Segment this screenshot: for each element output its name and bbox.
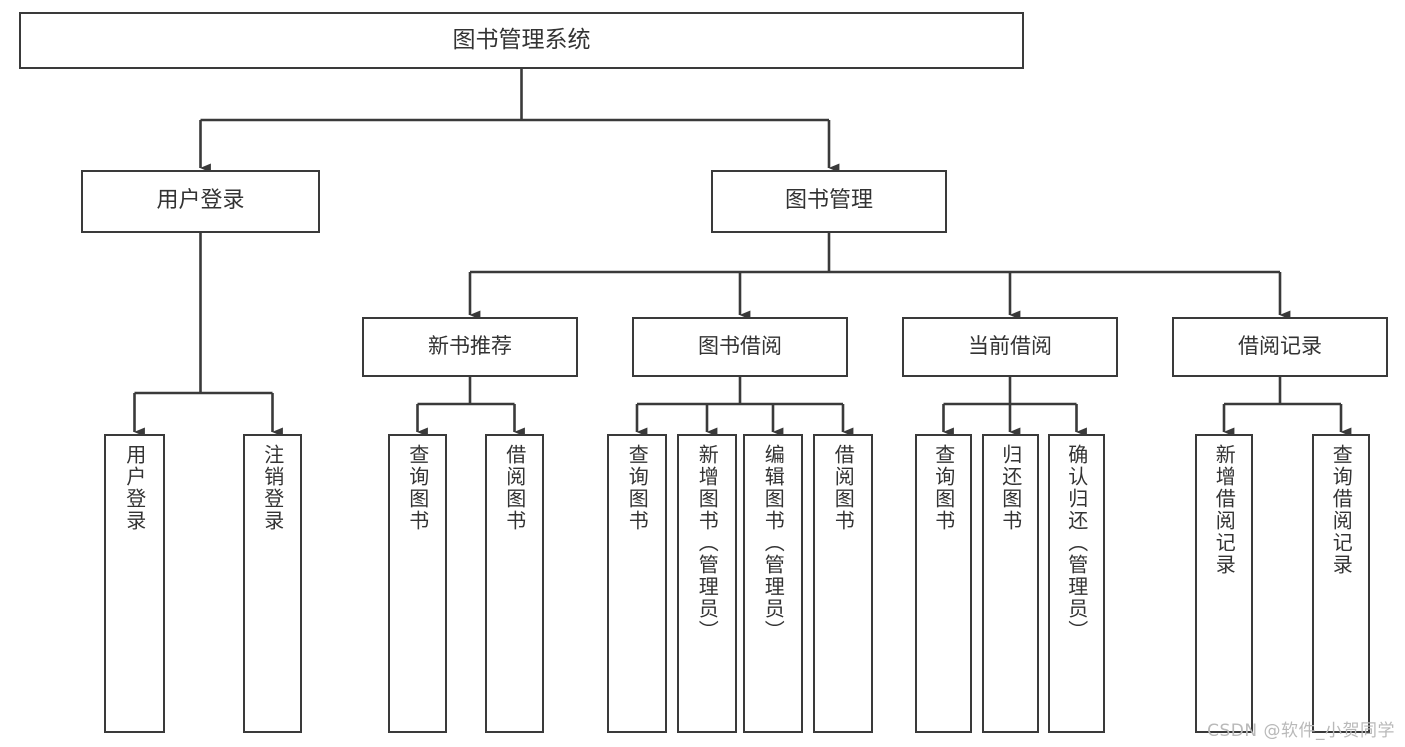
- node-leaf-logout[interactable]: 注销登录: [243, 434, 302, 733]
- node-leaf-query-book-1[interactable]: 查询图书: [388, 434, 447, 733]
- node-leaf-add-record[interactable]: 新增借阅记录: [1195, 434, 1253, 733]
- node-leaf-query-record[interactable]: 查询借阅记录: [1312, 434, 1370, 733]
- node-leaf-confirm-return[interactable]: 确认归还（管理员）: [1048, 434, 1105, 733]
- node-borrow-record[interactable]: 借阅记录: [1172, 317, 1388, 377]
- node-leaf-query-book-3-label: 查询图书: [931, 444, 956, 532]
- node-leaf-return-book[interactable]: 归还图书: [982, 434, 1039, 733]
- node-leaf-logout-label: 注销登录: [260, 444, 285, 532]
- node-leaf-edit-book[interactable]: 编辑图书（管理员）: [743, 434, 803, 733]
- node-leaf-add-book[interactable]: 新增图书（管理员）: [677, 434, 737, 733]
- node-book-borrow[interactable]: 图书借阅: [632, 317, 848, 377]
- node-leaf-borrow-book-1-label: 借阅图书: [502, 444, 527, 532]
- node-leaf-borrow-book-1[interactable]: 借阅图书: [485, 434, 544, 733]
- node-new-book-recommend-label: 新书推荐: [428, 334, 512, 359]
- node-borrow-record-label: 借阅记录: [1238, 334, 1322, 359]
- node-leaf-user-login-label: 用户登录: [122, 444, 147, 532]
- node-user-login-label: 用户登录: [156, 188, 245, 214]
- node-root[interactable]: 图书管理系统: [19, 12, 1024, 69]
- node-root-label: 图书管理系统: [452, 26, 591, 53]
- node-leaf-query-book-2-label: 查询图书: [625, 444, 650, 532]
- node-leaf-add-book-label: 新增图书（管理员）: [695, 444, 720, 642]
- node-book-management-label: 图书管理: [784, 188, 873, 214]
- node-leaf-add-record-label: 新增借阅记录: [1212, 444, 1237, 576]
- node-book-management[interactable]: 图书管理: [711, 170, 947, 233]
- node-leaf-edit-book-label: 编辑图书（管理员）: [761, 444, 786, 642]
- node-leaf-return-book-label: 归还图书: [998, 444, 1023, 532]
- node-leaf-user-login[interactable]: 用户登录: [104, 434, 165, 733]
- node-leaf-query-record-label: 查询借阅记录: [1329, 444, 1354, 576]
- node-new-book-recommend[interactable]: 新书推荐: [362, 317, 578, 377]
- node-leaf-query-book-1-label: 查询图书: [405, 444, 430, 532]
- node-leaf-query-book-2[interactable]: 查询图书: [607, 434, 667, 733]
- node-current-borrow[interactable]: 当前借阅: [902, 317, 1118, 377]
- node-user-login[interactable]: 用户登录: [81, 170, 320, 233]
- node-book-borrow-label: 图书借阅: [698, 334, 782, 359]
- node-leaf-borrow-book-2-label: 借阅图书: [831, 444, 856, 532]
- node-leaf-borrow-book-2[interactable]: 借阅图书: [813, 434, 873, 733]
- node-leaf-confirm-return-label: 确认归还（管理员）: [1064, 444, 1089, 642]
- node-leaf-query-book-3[interactable]: 查询图书: [915, 434, 972, 733]
- node-current-borrow-label: 当前借阅: [968, 334, 1052, 359]
